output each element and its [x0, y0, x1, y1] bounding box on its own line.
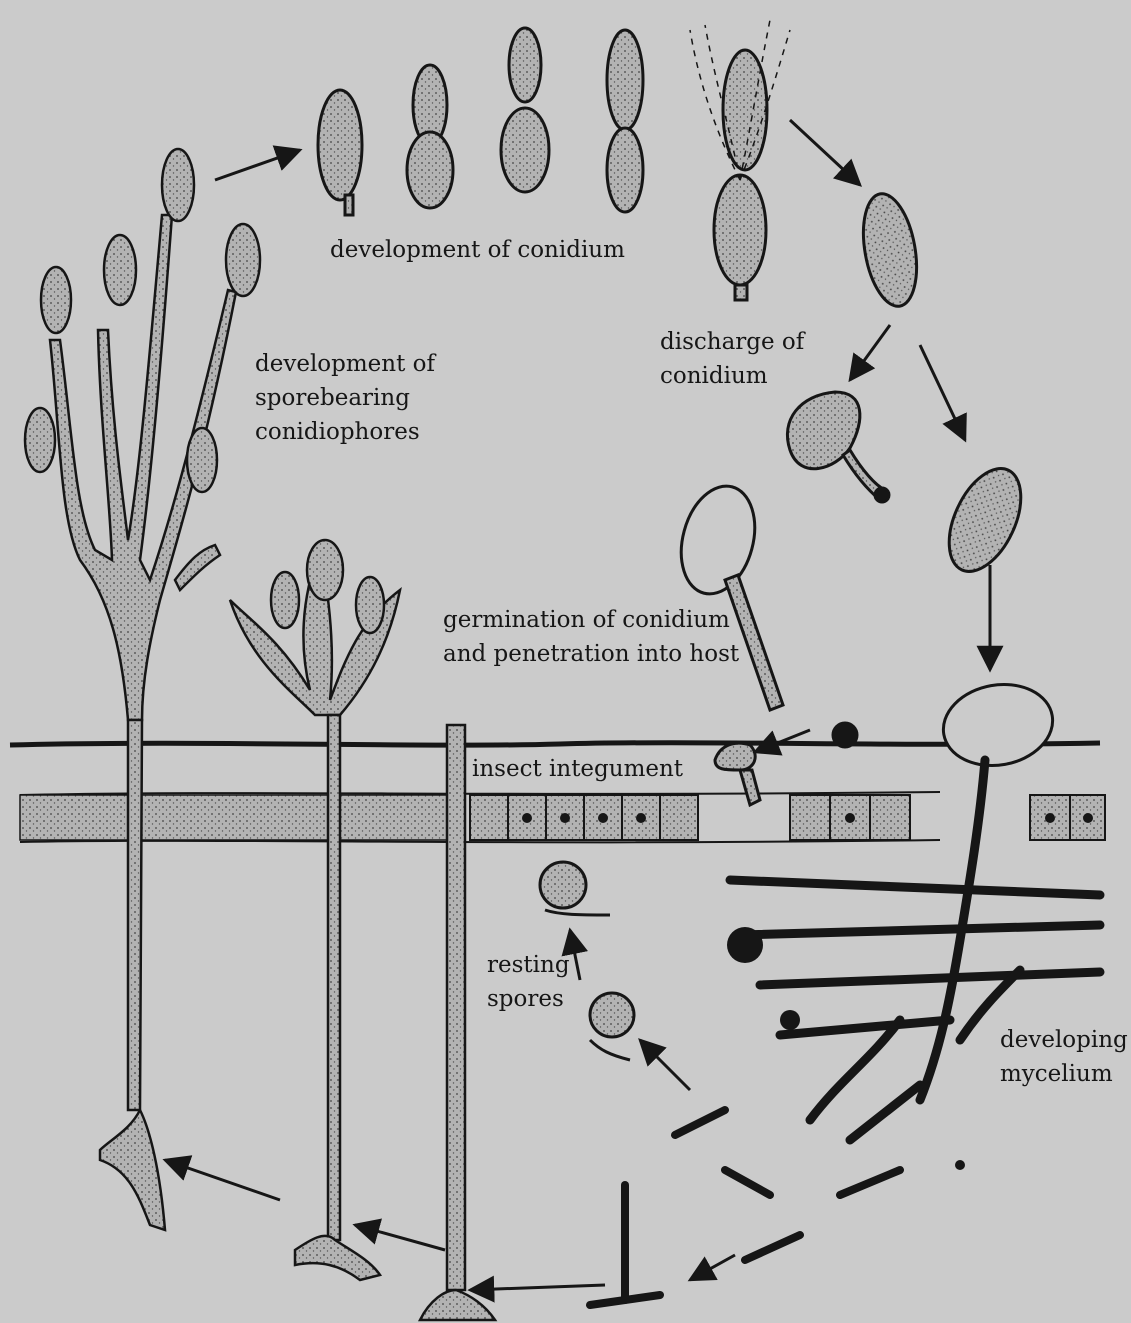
- label-line-1: developing: [1000, 1023, 1128, 1057]
- label-resting-spores: resting spores: [487, 948, 570, 1016]
- label-development-of-conidium: development of conidium: [330, 233, 625, 267]
- sporebearing-conidiophores: [25, 149, 260, 1230]
- label-discharge-of-conidium: discharge of conidium: [660, 325, 804, 393]
- label-line-2: and penetration into host: [443, 637, 739, 671]
- label-text: insect integument: [472, 752, 683, 786]
- label-germination: germination of conidium and penetration …: [443, 603, 739, 671]
- mycelium-knots: [727, 927, 965, 1170]
- cycle-arrows: [165, 120, 990, 1290]
- released-conidia: [670, 190, 1059, 805]
- label-line-1: discharge of: [660, 325, 804, 359]
- label-line-1: germination of conidium: [443, 603, 739, 637]
- label-line-3: conidiophores: [255, 415, 435, 449]
- label-insect-integument: insect integument: [472, 752, 683, 786]
- label-line-2: mycelium: [1000, 1057, 1128, 1091]
- label-line-1: resting: [487, 948, 570, 982]
- conidiophore-tuft: [230, 540, 400, 1280]
- label-developing-mycelium: developing mycelium: [1000, 1023, 1128, 1091]
- label-line-2: conidium: [660, 359, 804, 393]
- label-line-1: development of: [255, 347, 435, 381]
- label-text: development of conidium: [330, 233, 625, 267]
- label-line-2: sporebearing: [255, 381, 435, 415]
- label-sporebearing-conidiophores: development of sporebearing conidiophore…: [255, 347, 435, 449]
- label-line-2: spores: [487, 982, 570, 1016]
